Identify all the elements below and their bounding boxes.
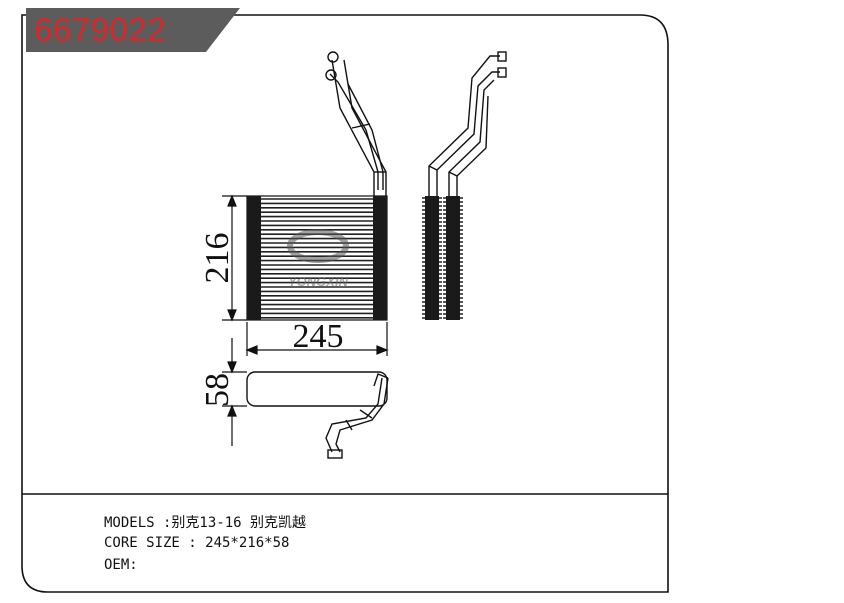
top-core	[246, 371, 388, 407]
height-dimension	[222, 194, 247, 322]
depth-dimension	[222, 338, 247, 446]
width-label: 245	[293, 318, 344, 355]
side-fins	[422, 197, 463, 319]
width-dimension	[245, 322, 389, 356]
watermark-logo: YONGXIN	[287, 229, 349, 289]
spec-oem: OEM:	[104, 557, 138, 573]
depth-label: 58	[199, 373, 236, 407]
spec-core-size: CORE SIZE : 245*216*58	[104, 535, 290, 551]
side-core-left	[425, 196, 439, 320]
right-tank	[373, 196, 387, 320]
height-label: 216	[199, 233, 236, 284]
top-view	[246, 371, 389, 459]
core-fins	[261, 198, 373, 319]
left-tank	[247, 196, 261, 320]
side-core-right	[446, 196, 460, 320]
watermark-text: YONGXIN	[288, 274, 349, 289]
part-number: 6679022	[34, 11, 166, 48]
part-number-badge-bg	[26, 8, 240, 52]
outer-frame	[21, 14, 669, 593]
spec-models: MODELS :别克13-16 别克凯越	[104, 515, 307, 531]
side-view	[422, 51, 507, 320]
front-pipes	[325, 51, 387, 196]
